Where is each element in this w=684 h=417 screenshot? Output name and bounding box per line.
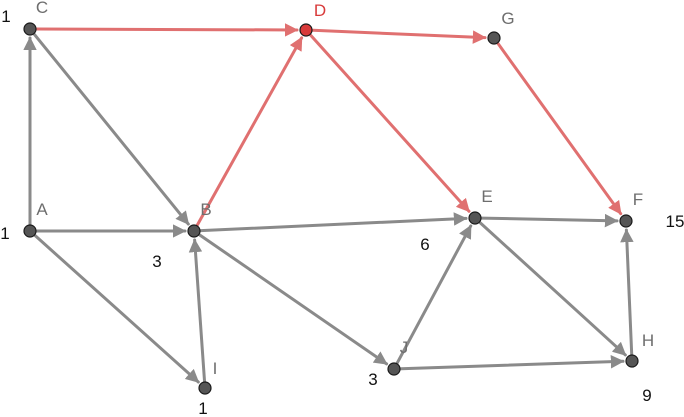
edge-g-f: [496, 42, 623, 216]
node-d[interactable]: [299, 23, 313, 37]
weight-label-e: 6: [420, 235, 429, 254]
edge-h-f: [620, 228, 634, 356]
weight-label-h: 9: [642, 386, 651, 405]
edges-layer: [23, 23, 634, 384]
node-c[interactable]: [23, 22, 37, 36]
node-label-b: B: [200, 200, 211, 219]
weight-label-b: 3: [152, 252, 161, 271]
edge-d-g: [311, 28, 487, 44]
edge-b-e: [199, 212, 468, 233]
edge-b-d: [195, 36, 304, 227]
node-label-e: E: [481, 187, 492, 206]
node-h[interactable]: [625, 354, 639, 368]
node-label-i: I: [213, 359, 218, 378]
node-f[interactable]: [619, 214, 633, 228]
node-e[interactable]: [468, 211, 482, 225]
node-g[interactable]: [487, 31, 501, 45]
nodes-layer: [23, 22, 639, 395]
node-j[interactable]: [387, 362, 401, 376]
edge-e-f: [480, 213, 619, 228]
edge-i-b: [188, 238, 207, 383]
edge-j-e: [395, 224, 473, 365]
edge-e-h: [478, 221, 627, 357]
edge-b-j: [198, 233, 389, 366]
weight-label-f: 15: [666, 212, 684, 231]
node-label-g: G: [501, 9, 514, 28]
edge-c-d: [35, 23, 299, 37]
node-label-c: C: [36, 0, 48, 17]
edge-d-e: [309, 33, 471, 213]
edge-c-b: [32, 32, 190, 226]
node-label-a: A: [36, 200, 48, 219]
node-i[interactable]: [198, 381, 212, 395]
node-label-d: D: [314, 1, 326, 20]
node-label-h: H: [642, 331, 654, 350]
weight-label-i: 1: [198, 399, 207, 417]
node-a[interactable]: [23, 224, 37, 238]
weight-label-a: 1: [0, 224, 9, 243]
weight-label-j: 3: [368, 370, 377, 389]
weight-label-c: 1: [1, 7, 10, 26]
edge-j-h: [399, 354, 625, 371]
node-b[interactable]: [187, 224, 201, 238]
node-label-f: F: [633, 190, 643, 209]
edge-a-i: [33, 234, 200, 384]
node-label-j: J: [400, 338, 409, 357]
